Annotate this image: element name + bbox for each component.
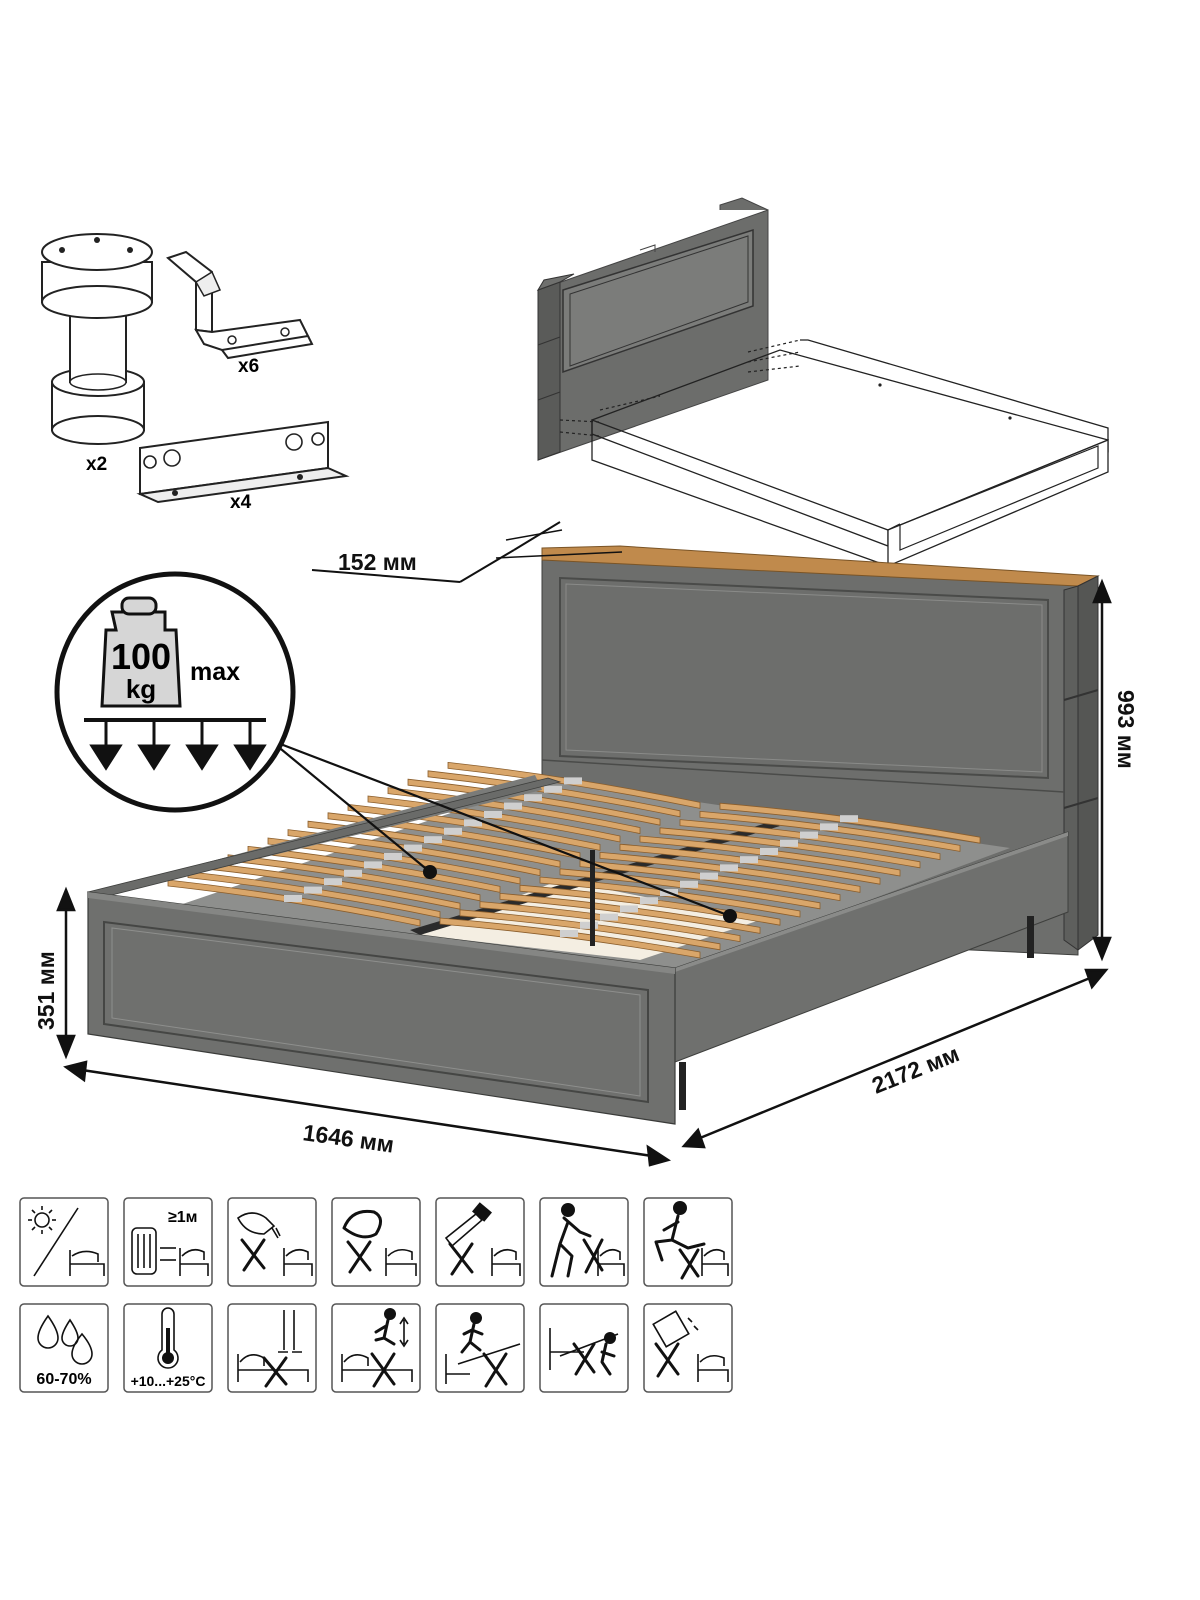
dim-height-total: 993 мм [1113,690,1139,769]
slat-holder [600,913,618,921]
slat-left [227,854,481,902]
slat-holder [640,897,658,905]
slat-right [659,827,921,869]
slat-holder [700,872,718,880]
slat-holder [760,848,778,855]
leg-icon [41,233,153,445]
slat-holder [444,827,462,835]
slat-holder [820,823,838,831]
slat-holder [800,831,818,839]
slat-holder [620,905,638,913]
slat-holder [524,794,542,802]
load-unit: kg [126,674,156,704]
slat-left [167,879,421,927]
no-tipping-icon [643,1303,733,1393]
slat-holder [740,856,758,864]
slat-holder [504,802,522,810]
angle-bracket-icon [136,420,350,504]
no-kicking-icon [643,1197,733,1287]
slat-right [479,901,741,943]
dim-height-frame: 351 мм [33,951,59,1030]
no-jumping-icon [331,1303,421,1393]
leg-qty: x2 [86,454,107,475]
exploded-assembly [536,197,1109,567]
slat-holder [324,878,342,886]
load-value: 100 [111,636,171,677]
no-standing-on-bed-icon [227,1303,317,1393]
slat-holder [580,921,598,929]
angle-bracket-qty: x4 [230,492,252,513]
corner-bracket-qty: x6 [238,356,259,377]
slat-right [699,810,961,852]
slat-right [539,876,801,918]
slat-holder [344,869,362,877]
slat-left [287,829,541,877]
slat-holder [840,815,858,823]
no-abrasive-cleaning-icon [331,1197,421,1287]
down-arrows-icon [89,722,267,771]
slats-right [439,802,981,959]
slat-holder [364,861,382,869]
slat-right [579,860,841,902]
dim-headboard-shelf-depth: 152 мм [338,549,417,575]
weight-icon [100,596,182,708]
slat-right [619,843,881,885]
no-direct-sunlight-icon [19,1197,109,1287]
heater-distance-label: ≥1м [168,1209,198,1226]
slat-holder [720,864,738,872]
slat-holder [464,819,482,827]
care-icons: ≥1м [19,1197,733,1393]
humidity-icon: 60-70% [19,1303,109,1393]
corner-bracket-icon [166,250,314,360]
humidity-label: 60-70% [36,1371,91,1388]
no-hammer-impact-icon [435,1197,525,1287]
slat-holder [560,930,578,937]
slat-right [719,802,981,844]
slat-left [247,845,501,893]
dimension-lines [56,521,1112,1167]
slat-right [439,917,701,959]
slat-holder [304,886,322,894]
load-indicator: 100 kg max [54,571,737,923]
slat-left [447,761,701,809]
slat-left [267,837,521,885]
dim-width: 1646 мм [301,1119,395,1157]
slat-holder [384,853,402,860]
slat-holder [544,785,562,793]
slat-holder [284,895,302,902]
no-running-jump-icon [435,1303,525,1393]
slat-holder [564,777,582,785]
no-climbing-icon [539,1303,629,1393]
slat-holder [780,839,798,847]
slat-right [599,851,861,893]
bed-main [86,545,1100,1125]
slat-holder [484,811,502,818]
temperature-icon: +10...+25°C [123,1303,213,1393]
no-pushing-icon [539,1197,629,1287]
slat-holder [404,844,422,852]
slat-right [679,819,941,861]
slat-right [639,835,901,877]
slat-left [307,820,561,868]
slat-left [207,862,461,910]
slat-holder [680,880,698,888]
slat-right [559,868,821,910]
slat-holder [424,836,442,844]
distance-from-heater-icon: ≥1м [123,1197,213,1287]
no-liquid-spill-icon [227,1197,317,1287]
hardware-group: x2 x6 x4 [41,233,350,513]
temperature-label: +10...+25°C [131,1373,206,1389]
load-suffix: max [190,658,240,686]
slat-right [499,892,761,934]
